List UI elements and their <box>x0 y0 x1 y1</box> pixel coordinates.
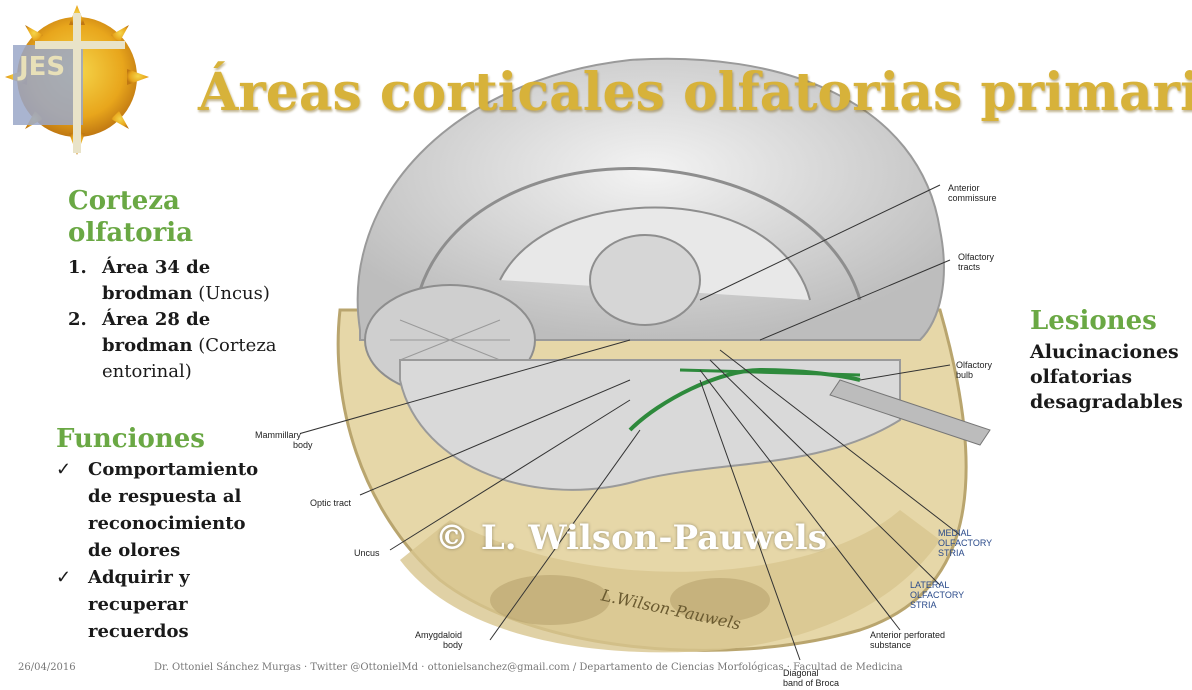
list-item: 1. Área 34 de brodman (Uncus) <box>68 255 308 307</box>
corteza-list: 1. Área 34 de brodman (Uncus) 2. Área 28… <box>68 255 308 385</box>
corteza-heading: Corteza olfatoria <box>68 185 248 249</box>
copyright-watermark: © L. Wilson-Pauwels <box>435 518 827 558</box>
list-item: 2. Área 28 de brodman (Corteza entorinal… <box>68 307 308 385</box>
funciones-list: ✓ Comportamiento de respuesta al reconoc… <box>56 456 286 645</box>
funciones-heading: Funciones <box>56 423 205 455</box>
list-item: ✓ Adquirir y recuperar recuerdos <box>56 564 286 645</box>
logo-text: JES <box>17 52 65 82</box>
footer-date: 26/04/2016 <box>18 662 76 673</box>
check-icon: ✓ <box>56 456 88 564</box>
label-optic-tract: Optic tract <box>310 498 351 508</box>
lesiones-heading: Lesiones <box>1030 305 1157 337</box>
label-uncus: Uncus <box>354 548 380 558</box>
list-item: ✓ Comportamiento de respuesta al reconoc… <box>56 456 286 564</box>
footer-credit: Dr. Ottoniel Sánchez Murgas · Twitter @O… <box>154 662 1134 673</box>
logo-sun-icon: JES <box>5 5 155 165</box>
slide-title: Áreas corticales olfatorias primarias <box>198 62 1178 123</box>
check-icon: ✓ <box>56 564 88 645</box>
lesiones-text: Alucinaciones olfatorias desagradables <box>1030 340 1190 415</box>
